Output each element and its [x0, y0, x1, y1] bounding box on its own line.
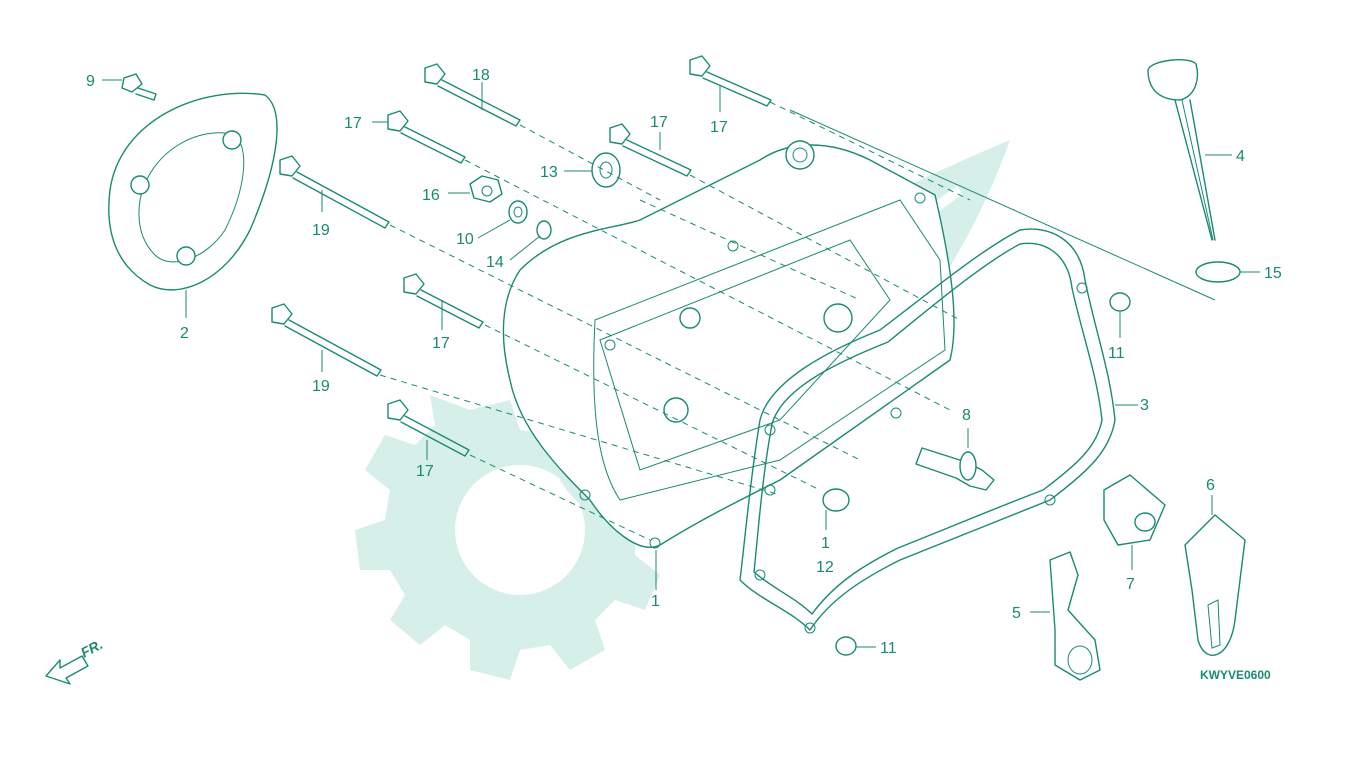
dowel-part-11-b[interactable]	[835, 636, 857, 656]
bolt-part-17-c[interactable]	[609, 123, 692, 177]
bolt-part-17-b[interactable]	[689, 55, 772, 107]
callout-15: 15	[1264, 265, 1282, 282]
cover-plate-part-2[interactable]	[108, 92, 278, 291]
seal-part-13[interactable]	[591, 152, 621, 188]
alignment-lines	[379, 101, 1216, 541]
callout-17-e: 17	[416, 463, 434, 480]
callout-2: 2	[180, 325, 189, 342]
bolt-part-17-e[interactable]	[387, 399, 470, 457]
front-direction-arrow: FR.	[45, 636, 105, 685]
callout-5: 5	[1012, 605, 1021, 622]
callout-19-a: 19	[312, 222, 330, 239]
callout-11-b: 11	[880, 640, 897, 657]
shaft-part-8[interactable]	[915, 447, 995, 491]
callout-6: 6	[1206, 477, 1215, 494]
bolt-part-18[interactable]	[424, 63, 521, 127]
callout-14: 14	[486, 254, 504, 271]
dowel-part-11-a[interactable]	[1109, 292, 1131, 312]
crankcase-cover-part-1[interactable]	[502, 140, 955, 549]
callout-1-a: 1	[651, 593, 660, 610]
dipstick-part-4[interactable]	[1147, 59, 1216, 241]
callout-17-a: 17	[344, 115, 362, 132]
bolt-part-19-a[interactable]	[279, 155, 390, 229]
callout-3: 3	[1140, 397, 1149, 414]
callout-16: 16	[422, 187, 440, 204]
clip-part-14[interactable]	[536, 220, 552, 240]
callout-7: 7	[1126, 576, 1135, 593]
callout-11-a: 11	[1108, 345, 1125, 362]
callout-18: 18	[472, 67, 490, 84]
bolt-part-17-d[interactable]	[403, 273, 484, 329]
callout-10: 10	[456, 231, 474, 248]
callout-17-b: 17	[710, 119, 728, 136]
leader-lines	[102, 79, 1260, 648]
callout-4: 4	[1236, 148, 1245, 165]
bolt-part-19-b[interactable]	[271, 303, 382, 377]
plate-part-7[interactable]	[1103, 474, 1166, 546]
callout-17-c: 17	[650, 114, 668, 131]
o-ring-part-15[interactable]	[1195, 261, 1241, 283]
callout-labels: 9 2 18 17 17 17 13 16 10 14 19 17 19 17 …	[86, 67, 1282, 657]
callout-1-b: 1	[821, 535, 830, 552]
callout-17-d: 17	[432, 335, 450, 352]
callout-12: 12	[816, 559, 834, 576]
bolt-part-17-a[interactable]	[387, 110, 466, 164]
callout-8: 8	[962, 407, 971, 424]
callout-13: 13	[540, 164, 558, 181]
callout-19-b: 19	[312, 378, 330, 395]
washer-part-10[interactable]	[508, 200, 528, 224]
diagram-code: KWYVE0600	[1200, 668, 1271, 682]
arm-part-6[interactable]	[1184, 514, 1246, 656]
bolt-part-9[interactable]	[121, 73, 157, 101]
gasket-part-3[interactable]	[739, 228, 1116, 634]
callout-9: 9	[86, 73, 95, 90]
lever-part-5[interactable]	[1049, 551, 1101, 681]
dowel-part-12[interactable]	[822, 488, 850, 512]
nut-part-16[interactable]	[469, 175, 503, 203]
